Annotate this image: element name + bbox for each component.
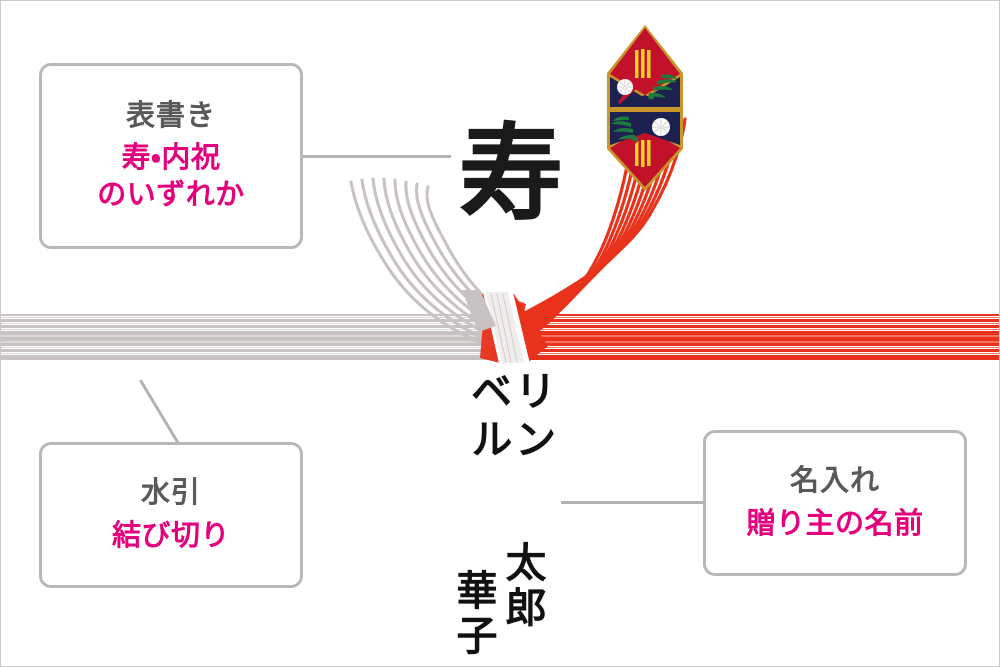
- mizuhiki-cord-strand: [497, 331, 999, 335]
- mizuhiki-band-right: [497, 314, 999, 361]
- callout-mizuhiki[interactable]: 水引 結び切り: [39, 442, 303, 588]
- mizuhiki-cord-strand: [1, 331, 505, 335]
- mizuhiki-cord-strand: [1, 358, 505, 360]
- mizuhiki-cord-strand: [497, 335, 999, 337]
- mizuhiki-cord-strand: [1, 337, 505, 341]
- mizuhiki-cord-strand: [1, 329, 505, 331]
- connector-line-mizuhiki: [139, 379, 182, 448]
- given-names-row: 華子 太郎: [449, 527, 547, 659]
- mizuhiki-cord-strand: [497, 323, 999, 325]
- noshi-decoration: [607, 25, 683, 191]
- mizuhiki-cord-strand: [497, 353, 999, 355]
- hyogaki-calligraphy: 寿: [458, 110, 564, 235]
- mizuhiki-cord-strand: [1, 355, 505, 358]
- mizuhiki-cord-strand: [1, 341, 505, 343]
- mizuhiki-cord-strand: [1, 314, 505, 316]
- mizuhiki-cord-strand: [1, 335, 505, 337]
- callout-naire-description: 贈り主の名前: [746, 507, 924, 540]
- name-block: リンベル 華子 太郎: [399, 369, 599, 659]
- mizuhiki-cord-strand: [1, 317, 505, 319]
- mizuhiki-band-left: [1, 314, 505, 361]
- callout-naire-title: 名入れ: [789, 465, 880, 498]
- mizuhiki-cord-strand: [1, 347, 505, 349]
- mizuhiki-cord-strand: [497, 341, 999, 343]
- mizuhiki-cord-strand: [497, 314, 999, 316]
- callout-naire[interactable]: 名入れ 贈り主の名前: [703, 430, 967, 576]
- mizuhiki-cord-strand: [1, 325, 505, 329]
- mizuhiki-cord-strand: [497, 355, 999, 358]
- callout-hyogaki[interactable]: 表書き 寿・内祝 のいずれか: [39, 63, 303, 249]
- given-name-left: 華子: [449, 569, 497, 659]
- mizuhiki-cord-strand: [497, 337, 999, 341]
- mizuhiki-cord-strand: [497, 329, 999, 331]
- mizuhiki-cord-strand: [497, 325, 999, 329]
- mizuhiki-cord-strand: [497, 317, 999, 319]
- surname-text: リンベル: [464, 369, 558, 465]
- connector-line-naire: [561, 501, 709, 504]
- mizuhiki-cord-strand: [1, 343, 505, 347]
- mizuhiki-cord-strand: [497, 343, 999, 347]
- callout-hyogaki-title: 表書き: [125, 99, 216, 132]
- mizuhiki-cord-strand: [497, 347, 999, 349]
- mizuhiki-cord-strand: [497, 349, 999, 353]
- mizuhiki-cord-strand: [1, 353, 505, 355]
- connector-line-hyogaki: [301, 155, 451, 158]
- mizuhiki-cord-strand: [497, 358, 999, 360]
- callout-hyogaki-description: 寿・内祝 のいずれか: [97, 142, 245, 212]
- given-name-right: 太郎: [498, 541, 547, 631]
- mizuhiki-cord-strand: [497, 319, 999, 323]
- mizuhiki-cord-strand: [1, 323, 505, 325]
- mizuhiki-cord-strand: [1, 349, 505, 353]
- mizuhiki-knot: [462, 288, 548, 368]
- callout-mizuhiki-title: 水引: [140, 477, 201, 510]
- mizuhiki-cord-strand: [1, 319, 505, 323]
- callout-mizuhiki-description: 結び切り: [111, 519, 230, 552]
